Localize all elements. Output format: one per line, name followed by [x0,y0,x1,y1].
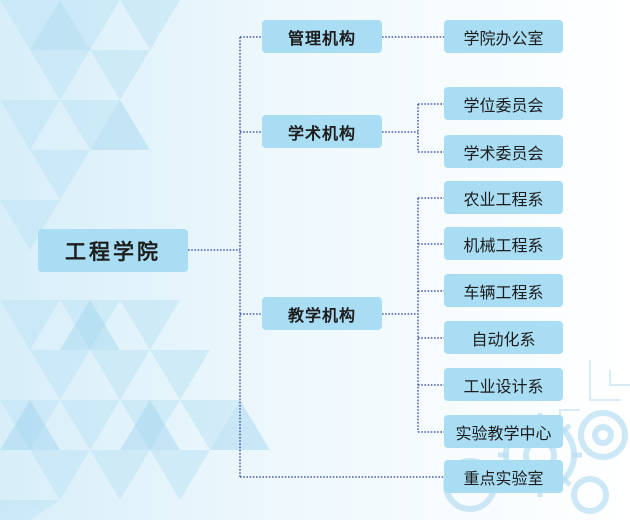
category-label: 学术机构 [287,123,356,143]
leaf-node-industrial-design: 工业设计系 [444,368,563,401]
leaf-node-academic-committee: 学术委员会 [444,135,563,168]
leaf-node-degree-committee: 学位委员会 [444,87,563,120]
leaf-node-automation: 自动化系 [444,321,563,354]
triangle-pattern [0,0,240,520]
leaf-label: 农业工程系 [463,189,544,209]
leaf-label: 自动化系 [471,329,536,349]
category-label: 教学机构 [287,305,356,325]
category-node-management: 管理机构 [262,20,382,53]
category-node-teaching: 教学机构 [262,297,382,330]
leaf-node-key-laboratory: 重点实验室 [444,460,563,493]
category-node-academic: 学术机构 [262,115,382,148]
root-node-label: 工程学院 [65,239,161,264]
leaf-label: 学院办公室 [463,28,544,48]
leaf-label: 实验教学中心 [455,423,552,443]
leaf-label: 车辆工程系 [463,282,544,302]
leaf-label: 学位委员会 [463,95,544,115]
root-node: 工程学院 [38,229,188,272]
leaf-node-agricultural-engineering: 农业工程系 [444,181,563,214]
leaf-node-vehicle-engineering: 车辆工程系 [444,274,563,307]
leaf-label: 学术委员会 [463,143,544,163]
leaf-label: 工业设计系 [463,376,544,396]
leaf-node-dean-office: 学院办公室 [444,20,563,53]
category-label: 管理机构 [287,28,356,48]
triangle-pattern-dark [0,0,270,450]
leaf-node-experimental-teaching-center: 实验教学中心 [444,415,563,448]
leaf-label: 重点实验室 [463,468,544,488]
leaf-node-mechanical-engineering: 机械工程系 [444,227,563,260]
leaf-label: 机械工程系 [463,235,544,255]
